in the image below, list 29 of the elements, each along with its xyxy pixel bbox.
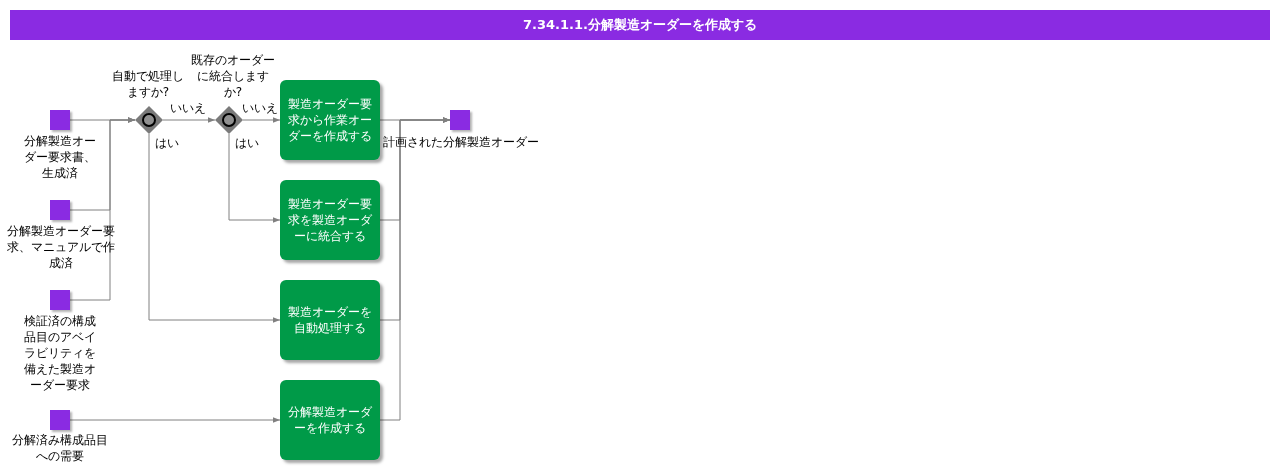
event-label: 分解製造オーダー要求、マニュアルで作成済 [6, 223, 116, 271]
event-square [50, 290, 70, 310]
arrow [69, 417, 281, 423]
edge-label: いいえ [242, 102, 278, 115]
arrow [242, 117, 281, 123]
task-box: 製造オーダー要求から作業オーダーを作成する [280, 80, 380, 160]
task-box: 製造オーダー要求を製造オーダーに統合する [280, 180, 380, 260]
gateway-diamond [135, 106, 163, 134]
arrow [69, 117, 136, 301]
event-square [50, 410, 70, 430]
event-label: 分解製造オーダー要求書、生成済 [23, 133, 97, 181]
task-box: 製造オーダーを自動処理する [280, 280, 380, 360]
event-square [50, 200, 70, 220]
event-square [50, 110, 70, 130]
arrow [228, 133, 281, 223]
edge-label: はい [155, 137, 179, 150]
event-label: 検証済の構成品目のアベイラビリティを備えた製造オーダー要求 [23, 313, 97, 393]
arrow [162, 117, 216, 123]
gateway-diamond [215, 106, 243, 134]
edge-label: いいえ [170, 102, 206, 115]
gateway-question: 自動で処理しますか? [111, 68, 185, 100]
gateway-question: 既存のオーダーに統合しますか? [190, 52, 276, 100]
event-square [450, 110, 470, 130]
event-label: 分解済み構成品目への需要 [11, 432, 109, 464]
edge-label: はい [235, 137, 259, 150]
event-label: 計画された分解製造オーダー [383, 134, 539, 150]
task-box: 分解製造オーダーを作成する [280, 380, 380, 460]
arrow [148, 133, 281, 323]
title-bar: 7.34.1.1.分解製造オーダーを作成する [10, 10, 1270, 40]
